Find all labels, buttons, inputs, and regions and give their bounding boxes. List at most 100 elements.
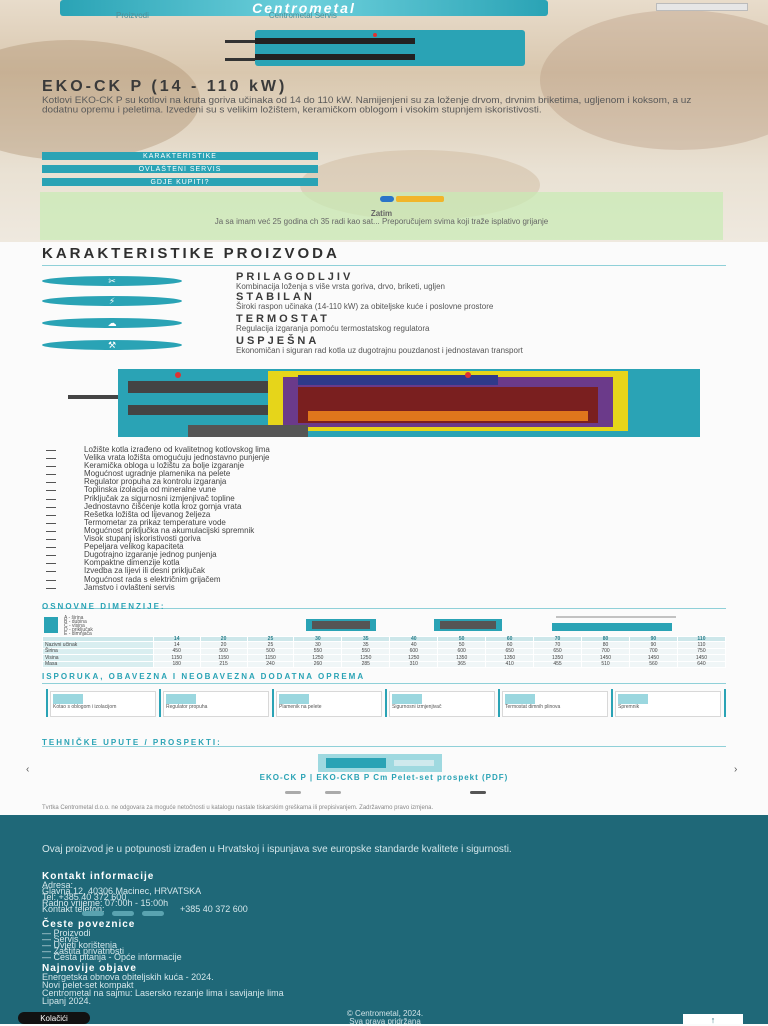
card-separator [159,689,161,717]
card-label: Regulator propuha [166,704,208,710]
list-item: Rešetka ložišta od lijevanog željeza [42,511,722,519]
instagram-icon[interactable] [142,911,164,916]
delivery-card[interactable]: Sigurnosni izmjenjivač [389,691,495,717]
list-item: Velika vrata ložišta omogućuju jednostav… [42,454,722,462]
list-item: Jednostavno čišćenje kotla kroz gornja v… [42,503,722,511]
contact-line: +385 40 372 600 [180,904,248,914]
scroll-to-top-button[interactable]: ↑ [683,1014,743,1025]
main-nav: Proizvodi Centrometal Servis [86,12,526,20]
boiler-side-drawing [306,619,376,631]
list-item: Izvedba za lijevi ili desni priključak [42,567,722,575]
carousel-dot[interactable] [285,791,301,794]
brochure-thumbnail[interactable] [318,754,442,772]
table-cell: 410 [485,660,535,668]
announcement-text: Ja sa imam već 25 godina ch 35 radi kao … [214,217,549,226]
feature-item: TERMOSTAT Regulacija izgaranja pomoću te… [236,314,716,333]
language-select[interactable] [656,3,748,11]
list-item: Dugotrajno izgaranje jednog punjenja [42,551,722,559]
site-logo[interactable]: Centrometal [60,0,548,16]
table-header-cell: 50 [437,636,487,642]
manuals-title: TEHNIČKE UPUTE / PROSPEKTI: [42,738,222,747]
carousel-prev-icon[interactable]: ‹ [26,764,30,775]
news-title: Najnovije objave [42,963,137,974]
table-header-cell [42,636,154,642]
card-label: Termostat dimnih plinova [505,704,561,710]
card-label: Sigurnosni izmjenjivač [392,704,442,710]
flame-icon: ☁ [42,318,182,328]
footer-link[interactable]: Česta pitanja - Opće informacije [42,953,182,962]
list-item: Priključak za sigurnosni izmjenjivač top… [42,495,722,503]
feature-item: PRILAGODLJIV Kombinacija loženja s više … [236,272,716,291]
delivery-card[interactable]: Spremnik [615,691,721,717]
carousel-dot[interactable] [325,791,341,794]
delivery-card[interactable]: Kotao s oblogom i izolacijom [50,691,156,717]
news-item[interactable]: Lipanj 2024. [42,996,92,1006]
copyright-line: Sva prava pridržana [349,1017,421,1026]
carousel-next-icon[interactable]: › [734,764,738,775]
hero-section: Centrometal Proizvodi Centrometal Servis… [0,0,768,242]
delivery-card[interactable]: Plamenik na pelete [276,691,382,717]
card-thumbnail [618,694,648,704]
table-header-cell: 40 [389,636,439,642]
legend-item: A - širina [64,615,84,621]
feature-desc: Ekonomičan i siguran rad kotla uz dugotr… [236,346,523,355]
card-separator [46,689,48,717]
feature-item: STABILAN Široki raspon učinaka (14-110 k… [236,292,716,311]
service-button[interactable]: OVLAŠTENI SERVIS [42,165,318,173]
list-item: Kompaktne dimenzije kotla [42,559,722,567]
table-cell: 30 [293,641,343,649]
contact-title: Kontakt informacije [42,871,155,882]
table-cell: 1250 [341,654,391,662]
dimensions-title: OSNOVNE DIMENZIJE: [42,602,166,611]
footer-link[interactable]: Zaštita privatnosti [42,947,125,956]
nav-item-proizvodi[interactable]: Proizvodi [116,11,149,20]
news-item[interactable]: Energetska obnova obiteljskih kuća - 202… [42,972,214,982]
badge-icon [380,196,444,202]
table-cell: 40 [389,641,439,649]
cookie-settings-button[interactable]: Kolačići [18,1012,90,1024]
legend-item: C - visina [64,623,85,629]
delivery-card[interactable]: Termostat dimnih plinova [502,691,608,717]
wood-decor [0,40,200,160]
table-header-cell: 35 [341,636,391,642]
table-cell: 110 [676,641,727,649]
footer-link[interactable]: Servis [42,935,79,944]
feature-title: PRILAGODLJIV [236,271,354,283]
announcement-title: Zatim [370,209,393,218]
feature-bullet-list: Ložište kotla izrađeno od kvalitetnog ko… [42,446,722,592]
footer-link[interactable]: Proizvodi [42,929,91,938]
delivery-card[interactable]: Regulator propuha [163,691,269,717]
characteristics-button[interactable]: KARAKTERISTIKE [42,152,318,160]
table-cell: 50 [437,641,487,649]
list-item: Jamstvo i ovlašteni servis [42,584,722,592]
facebook-icon[interactable] [82,911,104,916]
table-cell: 640 [676,660,727,668]
divider [42,746,726,747]
footer-link[interactable]: Uvjeti korištenja [42,941,118,950]
table-cell: 1350 [437,654,487,662]
table-cell: Masa [42,660,154,668]
table-cell: 550 [293,647,343,655]
brochure-link[interactable]: EKO-CK P | EKO-CKB P Cm Pelet-set prospe… [259,773,509,782]
divider [42,265,726,266]
where-to-buy-button[interactable]: GDJE KUPITI? [42,178,318,186]
list-item: Pepeljara velikog kapaciteta [42,543,722,551]
fuel-icon: ✂ [42,276,182,286]
list-item: Ložište kotla izrađeno od kvalitetnog ko… [42,446,722,454]
table-cell: 215 [199,660,248,668]
nav-item-servis[interactable]: Centrometal Servis [268,11,337,20]
card-thumbnail [392,694,422,704]
divider [42,608,726,609]
table-cell: 510 [581,660,630,668]
news-item[interactable]: Novi pelet-set kompakt [42,980,134,990]
announcement-banner: Zatim Ja sa imam već 25 godina ch 35 rad… [40,192,723,240]
news-item[interactable]: Centrometal na sajmu: Lasersko rezanje l… [42,988,284,998]
table-cell: 600 [437,647,487,655]
feature-title: TERMOSTAT [236,313,330,325]
card-separator [611,689,613,717]
carousel-dot-active[interactable] [470,791,486,794]
youtube-icon[interactable] [112,911,134,916]
